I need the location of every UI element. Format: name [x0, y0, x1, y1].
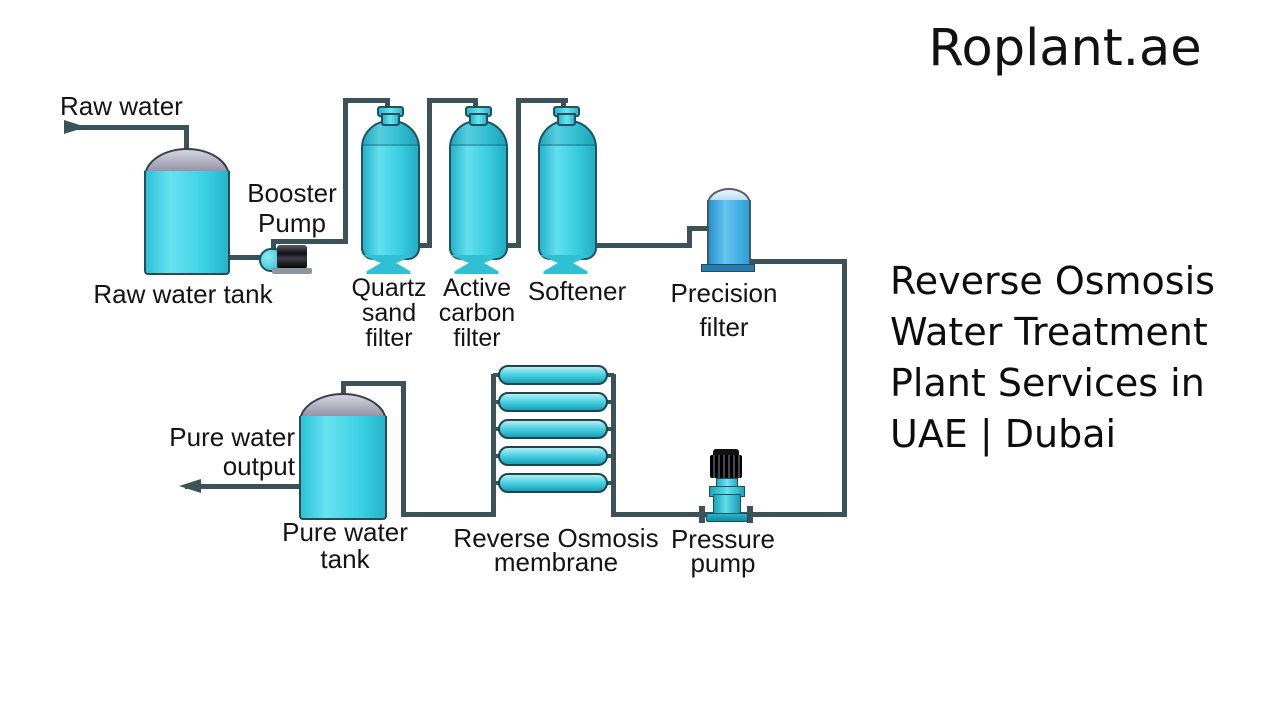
label-active-carbon-filter: Active carbon filter	[438, 274, 516, 352]
pressure-pump-flange-left	[699, 506, 705, 523]
pressure-pump-motor-cap	[713, 449, 739, 456]
label-pressure-pump: Pressure pump	[670, 524, 776, 578]
pipe-pure-tank-stub	[341, 381, 346, 399]
label-pure-water-output: Pure water output	[169, 422, 295, 481]
label-precision-filter: Precision filter	[670, 278, 778, 342]
pipe-riser-2	[427, 98, 432, 248]
softener-vessel	[538, 120, 597, 260]
pipe-filter1-out	[417, 243, 432, 248]
pipe-ro-right-manifold	[611, 374, 616, 517]
softener-base	[539, 255, 592, 274]
booster-pump-base	[272, 268, 312, 274]
pipe-filter2-out	[505, 243, 521, 248]
label-raw-water: Raw water	[60, 91, 183, 121]
headline-text: Reverse Osmosis Water Treatment Plant Se…	[890, 259, 1215, 456]
label-raw-water-tank: Raw water tank	[93, 279, 273, 309]
label-booster-pump: Booster Pump	[247, 178, 337, 238]
pipe-raw-water-inlet	[64, 125, 189, 130]
quartz-sand-filter-cap-neck	[381, 113, 400, 126]
pipe-stub	[604, 481, 614, 485]
pipe-stub	[604, 454, 614, 458]
pipe-booster-to-riser	[271, 239, 348, 244]
ro-membrane-tube	[498, 392, 608, 412]
ro-membrane-tube	[498, 446, 608, 466]
flow-arrow-in-icon	[64, 120, 86, 134]
pipe-precision-out	[745, 259, 847, 264]
pipe-cap-drop-2	[473, 98, 478, 112]
quartz-sand-filter-vessel	[361, 120, 420, 260]
pipe-raw-water-drop	[184, 125, 189, 157]
quartz-sand-filter-base	[362, 255, 415, 274]
ro-membrane-tube	[498, 365, 608, 385]
raw-water-tank	[144, 171, 230, 275]
pipe-stub	[604, 373, 614, 377]
pipe-stub	[493, 400, 501, 404]
pipe-riser-3	[516, 98, 521, 248]
pipe-stub	[493, 454, 501, 458]
label-quartz-sand-filter: Quartz sand filter	[351, 274, 427, 352]
precision-filter-flange	[701, 264, 755, 272]
ro-membrane-tube	[498, 419, 608, 439]
pipe-bottom-left	[406, 512, 491, 517]
active-carbon-filter-base	[450, 255, 503, 274]
pipe-cap-drop-1	[385, 98, 390, 112]
pressure-pump-motor	[710, 455, 742, 478]
pipe-stub	[493, 481, 501, 485]
pipe-cap-drop-3	[561, 98, 566, 112]
pressure-pump-base	[706, 513, 748, 522]
pipe-booster-outlet-stub	[271, 241, 276, 253]
label-pure-water-tank: Pure water tank	[282, 517, 408, 574]
pipe-softener-out	[593, 243, 690, 248]
pipe-top-2	[427, 98, 478, 103]
pure-water-tank	[299, 416, 387, 520]
brand-title: Roplant.ae	[928, 19, 1202, 78]
booster-pump-motor	[277, 245, 307, 269]
pipe-top-1	[343, 98, 390, 103]
active-carbon-filter-vessel	[449, 120, 508, 260]
pipe-stub	[604, 400, 614, 404]
label-softener: Softener	[527, 276, 627, 306]
pipe-stub	[493, 427, 501, 431]
active-carbon-filter-cap-neck	[469, 113, 488, 126]
flow-arrow-out-icon	[179, 479, 201, 493]
pipe-ro-left-manifold	[491, 374, 496, 517]
pipe-tank-to-booster	[227, 255, 265, 260]
softener-cap-neck	[557, 113, 576, 126]
pressure-pump-flange-right	[747, 506, 753, 523]
pipe-pure-tank-top	[341, 381, 406, 386]
pipe-pure-output	[185, 484, 300, 489]
precision-filter	[707, 200, 751, 267]
pipe-right-downcomer	[842, 259, 847, 517]
pipe-riser-1	[343, 98, 348, 244]
pipe-left-riser	[401, 381, 406, 517]
pipe-top-3	[516, 98, 568, 103]
label-reverse-osmosis-membrane: Reverse Osmosis membrane	[453, 523, 659, 577]
ro-membrane-tube	[498, 473, 608, 493]
pipe-precision-in	[687, 226, 711, 231]
pipe-stub	[493, 373, 501, 377]
pipe-stub	[604, 427, 614, 431]
pipe-step-up	[687, 228, 692, 248]
